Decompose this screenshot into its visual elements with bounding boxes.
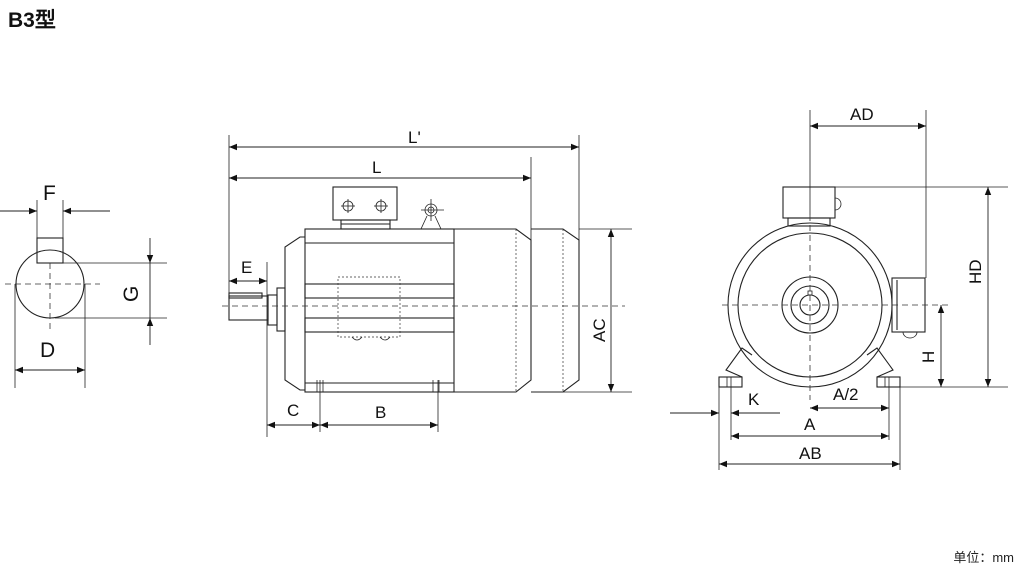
hidden-terminal-box bbox=[337, 276, 401, 338]
label-D: D bbox=[40, 339, 55, 362]
motor-body bbox=[304, 228, 455, 393]
label-G: G bbox=[120, 286, 143, 302]
front-endshield bbox=[284, 236, 305, 391]
label-L-prime: L' bbox=[408, 128, 421, 147]
right-foot bbox=[876, 376, 901, 388]
shaft-section-view: F G D bbox=[0, 182, 167, 388]
left-foot bbox=[718, 376, 743, 388]
label-F: F bbox=[43, 182, 56, 205]
label-H: H bbox=[919, 351, 938, 363]
shaft bbox=[228, 295, 269, 321]
lifting-eye-icon bbox=[420, 199, 444, 230]
label-A-half: A/2 bbox=[833, 385, 859, 404]
label-A: A bbox=[804, 415, 816, 434]
side-view: L' L E C B AC bbox=[222, 128, 632, 437]
label-L: L bbox=[372, 158, 381, 177]
label-K: K bbox=[748, 390, 760, 409]
unit-label: 单位：mm bbox=[953, 550, 1014, 565]
terminal-box bbox=[332, 186, 398, 221]
label-E: E bbox=[241, 258, 252, 277]
label-B: B bbox=[375, 403, 386, 422]
shaft-key bbox=[228, 292, 263, 299]
end-view: AD HD H K A/2 A AB bbox=[670, 105, 1008, 470]
flange bbox=[276, 287, 286, 332]
drawing-title: B3型 bbox=[8, 9, 56, 32]
terminal-box-end bbox=[782, 186, 836, 219]
label-C: C bbox=[287, 401, 299, 420]
fan-cover bbox=[454, 228, 532, 393]
label-AD: AD bbox=[850, 105, 874, 124]
label-HD: HD bbox=[966, 259, 985, 284]
label-AC: AC bbox=[590, 318, 609, 342]
label-AB: AB bbox=[799, 444, 822, 463]
